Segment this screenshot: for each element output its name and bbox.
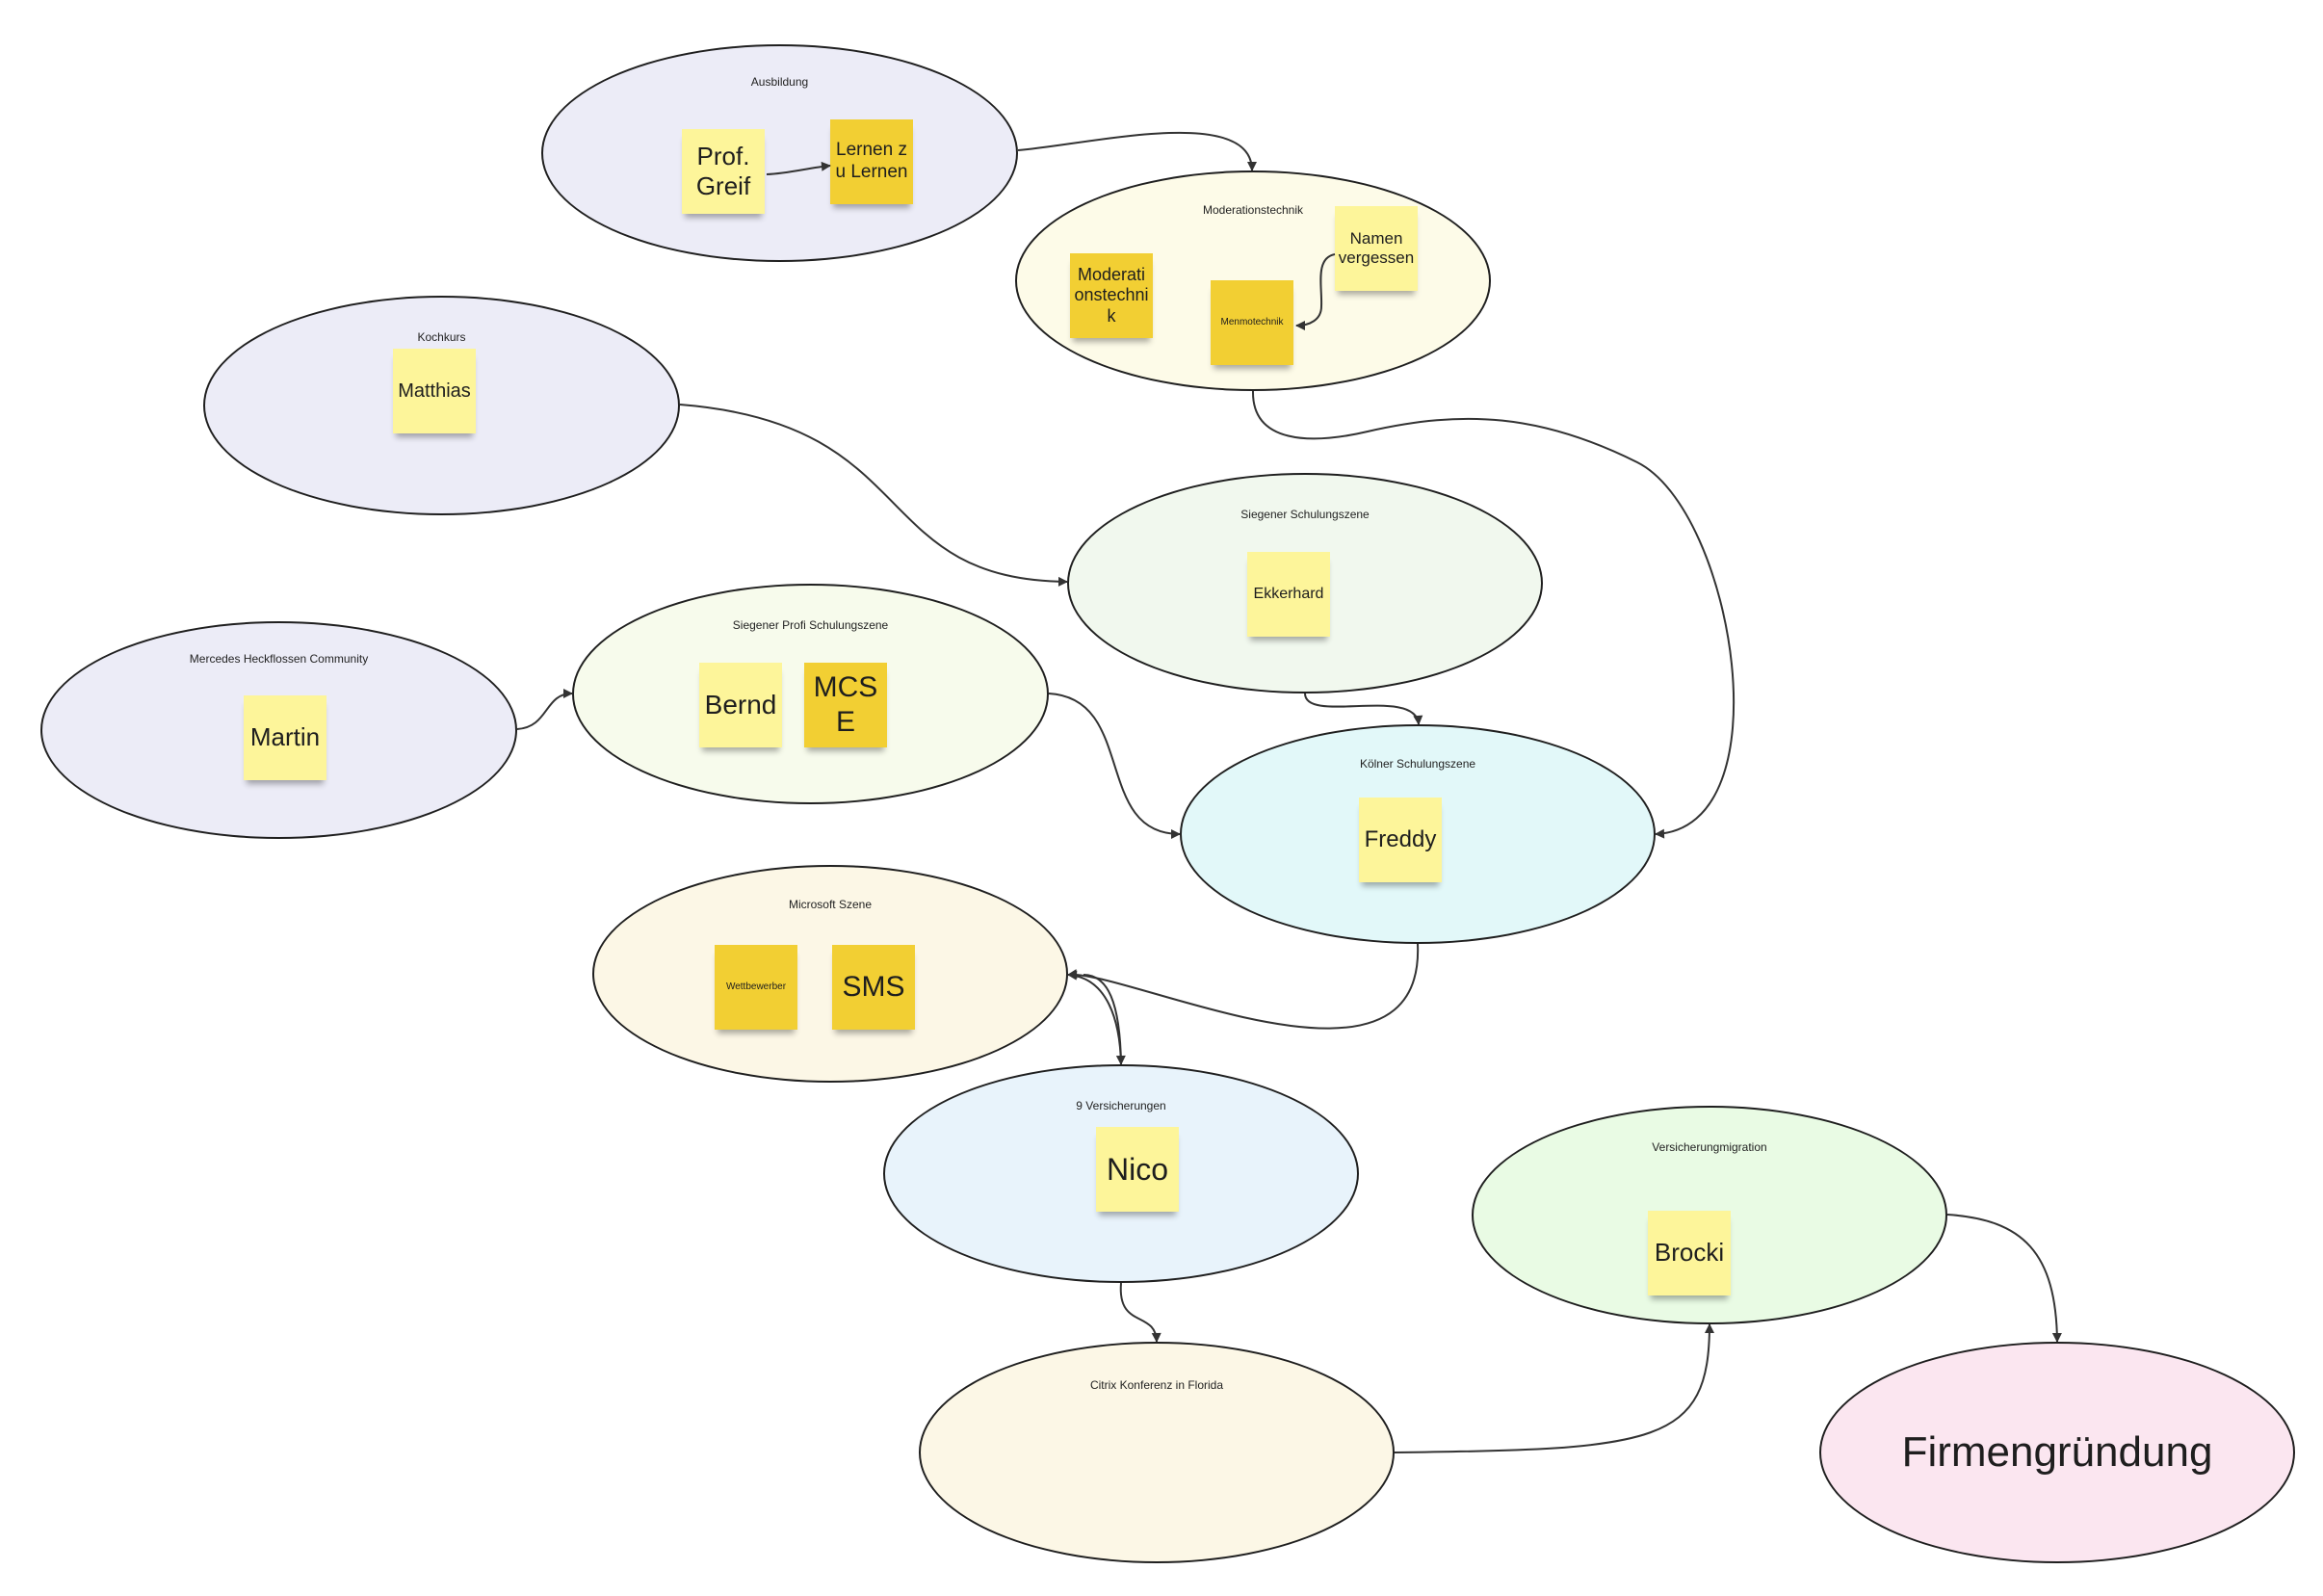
connector-siegener-profi-to-koelner [1048, 693, 1181, 839]
connector-versicherungen-to-citrix [1119, 1282, 1162, 1343]
sticky-note-namen-vergessen[interactable]: Namen vergessen [1335, 206, 1418, 291]
sticky-note-nico[interactable]: Nico [1096, 1127, 1179, 1212]
group-title: Versicherungmigration [1652, 1140, 1767, 1154]
sticky-note-moderationstechnik[interactable]: Moderationstechnik [1070, 253, 1153, 338]
connector-citrix-to-versicherungmigration [1394, 1323, 1714, 1453]
group-ausbildung[interactable]: Ausbildung [541, 44, 1018, 262]
group-title: Siegener Profi Schulungszene [732, 618, 889, 632]
group-title: Microsoft Szene [788, 898, 873, 911]
connector-ausbildung-to-moderationstechnik [1017, 131, 1257, 171]
group-title: Citrix Konferenz in Florida [1089, 1378, 1224, 1392]
group-kochkurs[interactable]: Kochkurs [203, 296, 680, 515]
group-title: Kölner Schulungszene [1359, 757, 1476, 771]
connector-mercedes-to-siegener-profi [516, 689, 573, 730]
sticky-note-matthias[interactable]: Matthias [393, 349, 476, 433]
connector-kochkurs-to-siegener-schulungszene [679, 404, 1068, 587]
sticky-note-brocki[interactable]: Brocki [1648, 1211, 1731, 1295]
group-title: Siegener Schulungszene [1240, 508, 1370, 521]
sticky-note-prof-greif[interactable]: Prof. Greif [682, 129, 765, 214]
connector-koelner-to-microsoft [1067, 943, 1420, 1030]
sticky-note-bernd[interactable]: Bernd [699, 663, 782, 747]
group-title: Mercedes Heckflossen Community [189, 652, 369, 666]
sticky-note-lernen-zu-lernen[interactable]: Lernen zu Lernen [830, 119, 913, 204]
sticky-note-freddy[interactable]: Freddy [1359, 798, 1442, 882]
group-title: 9 Versicherungen [1076, 1099, 1166, 1112]
connector-siegener-schulungszene-to-koelner [1304, 693, 1423, 725]
group-title: Firmengründung [1901, 1428, 2213, 1476]
group-title: Kochkurs [417, 330, 466, 344]
sticky-note-martin[interactable]: Martin [244, 695, 326, 780]
group-citrix-konferenz[interactable]: Citrix Konferenz in Florida [919, 1342, 1395, 1563]
group-firmengruendung[interactable]: Firmengründung [1819, 1342, 2295, 1563]
connector-microsoft-to-versicherungen [1083, 974, 1126, 1065]
sticky-note-mcse[interactable]: MCSE [804, 663, 887, 747]
connector-versicherungen-to-microsoft [1067, 970, 1122, 1065]
connector-versicherungmigration-to-firmengruendung [1946, 1214, 2062, 1343]
group-title: Moderationstechnik [1202, 203, 1304, 217]
group-microsoft-szene[interactable]: Microsoft Szene [592, 865, 1068, 1083]
group-title: Ausbildung [750, 75, 809, 89]
sticky-note-wettbewerber[interactable]: Wettbewerber [715, 945, 797, 1030]
sticky-note-ekkerhard[interactable]: Ekkerhard [1247, 552, 1330, 637]
sticky-note-sms[interactable]: SMS [832, 945, 915, 1030]
sticky-note-menmotechnik[interactable]: Menmotechnik [1211, 280, 1293, 365]
